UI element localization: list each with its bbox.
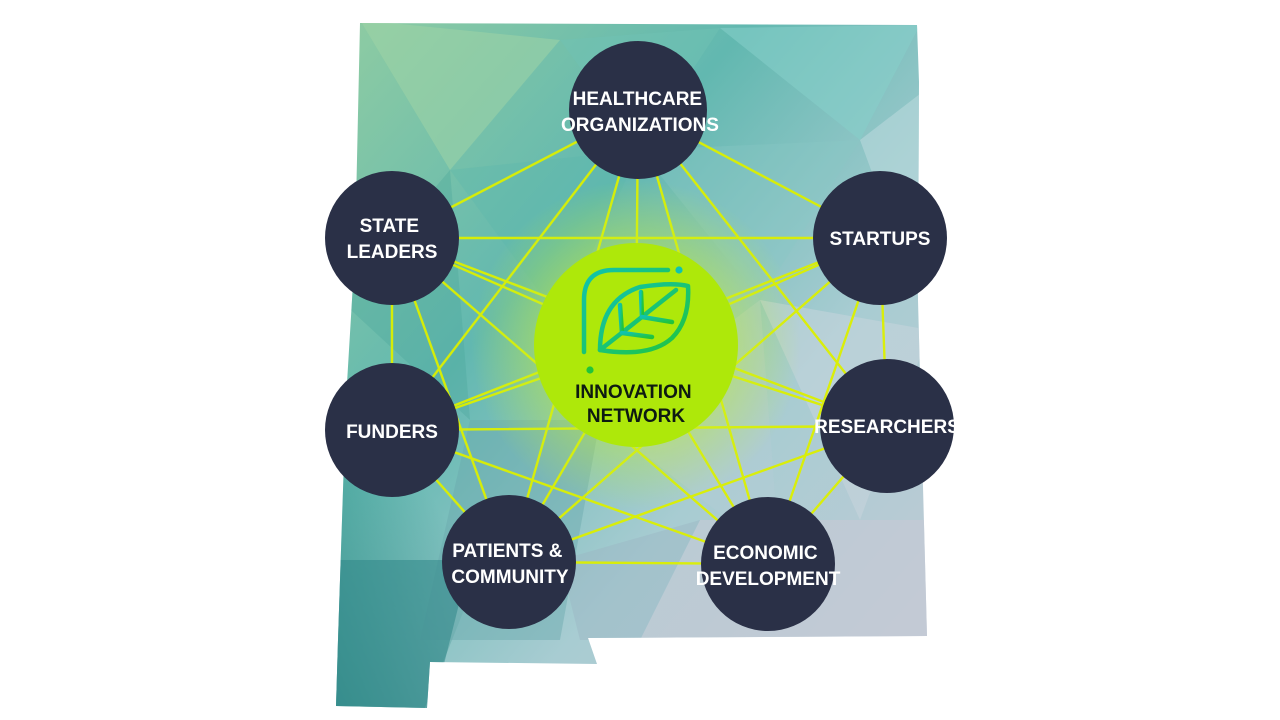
node-label: RESEARCHERS <box>814 417 960 438</box>
node-circle <box>442 495 576 629</box>
node-label-line: DEVELOPMENT <box>696 569 841 590</box>
node-circle <box>569 41 707 179</box>
node-label: FUNDERS <box>346 422 438 443</box>
node-circle <box>820 359 954 493</box>
node-label-line: COMMUNITY <box>451 567 568 588</box>
hub-label-line-2: NETWORK <box>587 406 685 427</box>
node-label: HEALTHCARE ORGANIZATIONS <box>561 89 719 136</box>
node-label-line: STARTUPS <box>830 229 931 250</box>
node-label-line: HEALTHCARE <box>573 89 702 110</box>
node-label-line: FUNDERS <box>346 422 438 443</box>
hub-label: INNOVATION NETWORK <box>575 382 697 427</box>
node-startups: STARTUPS <box>813 171 947 305</box>
node-researchers: RESEARCHERS <box>814 359 960 493</box>
node-healthcare-organizations: HEALTHCARE ORGANIZATIONS <box>561 41 719 179</box>
node-circle <box>701 497 835 631</box>
node-label: STARTUPS <box>830 229 931 250</box>
hub: INNOVATION NETWORK <box>471 180 801 510</box>
node-funders: FUNDERS <box>325 363 459 497</box>
node-label-line: STATE <box>360 216 419 237</box>
node-circle <box>325 171 459 305</box>
node-label-line: RESEARCHERS <box>814 417 960 438</box>
node-patients-community: PATIENTS & COMMUNITY <box>442 495 576 629</box>
node-label-line: PATIENTS & <box>452 541 562 562</box>
leaf-icon <box>581 266 691 374</box>
node-economic-development: ECONOMIC DEVELOPMENT <box>696 497 841 631</box>
node-circle <box>325 363 459 497</box>
node-circle <box>813 171 947 305</box>
node-label-line: ECONOMIC <box>713 543 818 564</box>
node-label: PATIENTS & COMMUNITY <box>451 541 568 588</box>
node-label: ECONOMIC DEVELOPMENT <box>696 543 841 590</box>
node-state-leaders: STATE LEADERS <box>325 171 459 305</box>
node-label-line: ORGANIZATIONS <box>561 115 719 136</box>
hub-label-line-1: INNOVATION <box>575 382 691 403</box>
node-label-line: LEADERS <box>347 242 438 263</box>
node-label: STATE LEADERS <box>347 216 438 263</box>
